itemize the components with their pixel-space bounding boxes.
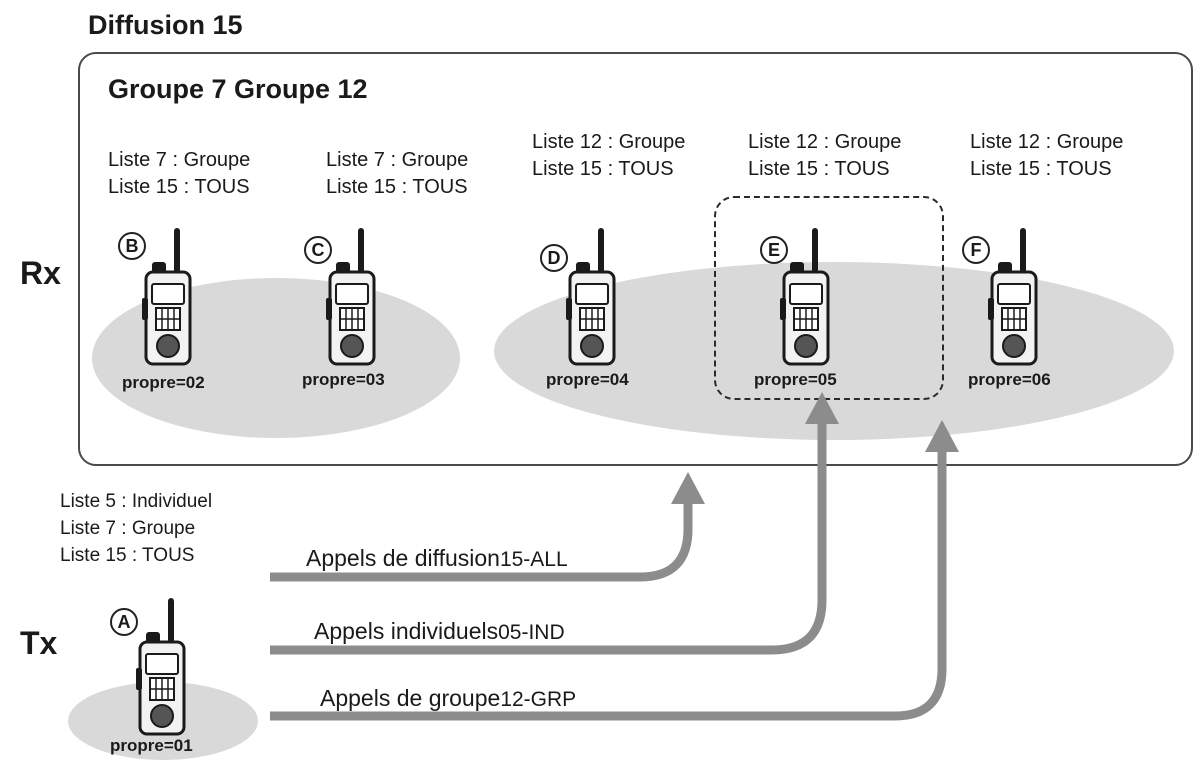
group-call-text: Appels de groupe (320, 685, 501, 711)
radio-f-walkie-talkie-icon (988, 228, 1038, 366)
diffusion-title: Diffusion 15 (88, 10, 243, 40)
radio-b-walkie-talkie-icon (142, 228, 192, 366)
radio-e-walkie-talkie-icon (780, 228, 830, 366)
radio-b-lists: Liste 7 : Groupe Liste 15 : TOUS (108, 147, 250, 201)
broadcast-call-code: 15-ALL (499, 548, 568, 571)
radio-f-list-line: Liste 12 : Groupe (970, 131, 1124, 153)
radio-c-walkie-talkie-icon (326, 228, 376, 366)
radio-c-list-line: Liste 15 : TOUS (326, 176, 468, 198)
radio-b-list-line: Liste 15 : TOUS (108, 176, 250, 198)
radio-d-list-line: Liste 12 : Groupe (532, 131, 686, 153)
broadcast-call-label: Appels de diffusion15-ALL (306, 545, 568, 572)
radio-a-letter-badge: A (110, 608, 138, 636)
group-call-arrow (270, 446, 947, 721)
radio-f-list-line: Liste 15 : TOUS (970, 158, 1112, 180)
radio-f-lists: Liste 12 : Groupe Liste 15 : TOUS (970, 129, 1123, 183)
broadcast-call-arrow (270, 500, 693, 582)
group-arrowhead (925, 420, 959, 452)
radio-a-walkie-talkie-icon (136, 598, 186, 736)
transmitter-list-line: Liste 5 : Individuel (60, 491, 213, 512)
individual-call-arrow (270, 416, 827, 655)
radio-b-list-line: Liste 7 : Groupe (108, 149, 251, 171)
radio-c-lists: Liste 7 : Groupe Liste 15 : TOUS (326, 147, 468, 201)
transmitter-list-line: Liste 15 : TOUS (60, 545, 195, 566)
broadcast-frame (78, 52, 1193, 466)
broadcast-arrowhead (671, 472, 705, 504)
radio-b-letter-badge: B (118, 232, 146, 260)
rx-label: Rx (20, 255, 61, 291)
radio-e-own-id: propre=05 (754, 370, 837, 389)
groups-title: Groupe 7 Groupe 12 (108, 74, 368, 104)
individual-call-text: Appels individuels (314, 618, 499, 644)
radio-c-letter-badge: C (304, 236, 332, 264)
radio-d-walkie-talkie-icon (566, 228, 616, 366)
group-call-label: Appels de groupe12-GRP (320, 685, 576, 712)
radio-f-own-id: propre=06 (968, 370, 1051, 389)
individual-call-label: Appels individuels05-IND (314, 618, 565, 645)
radio-d-own-id: propre=04 (546, 370, 629, 389)
individual-call-code: 05-IND (498, 621, 565, 644)
radio-f-letter-badge: F (962, 236, 990, 264)
broadcast-call-text: Appels de diffusion (306, 545, 500, 571)
transmitter-lists: Liste 5 : Individuel Liste 7 : Groupe Li… (60, 488, 212, 569)
target-highlight-box (714, 196, 944, 400)
radio-e-lists: Liste 12 : Groupe Liste 15 : TOUS (748, 129, 901, 183)
transmitter-list-line: Liste 7 : Groupe (60, 518, 196, 539)
individual-arrowhead (805, 392, 839, 424)
radio-e-list-line: Liste 12 : Groupe (748, 131, 902, 153)
radio-c-list-line: Liste 7 : Groupe (326, 149, 469, 171)
radio-e-list-line: Liste 15 : TOUS (748, 158, 890, 180)
radio-e-letter-badge: E (760, 236, 788, 264)
group-call-code: 12-GRP (500, 688, 577, 711)
radio-d-list-line: Liste 15 : TOUS (532, 158, 674, 180)
radio-d-lists: Liste 12 : Groupe Liste 15 : TOUS (532, 129, 685, 183)
tx-label: Tx (20, 625, 58, 661)
radio-a-own-id: propre=01 (110, 736, 193, 755)
radio-c-own-id: propre=03 (302, 370, 385, 389)
radio-d-letter-badge: D (540, 244, 568, 272)
radio-b-own-id: propre=02 (122, 373, 205, 392)
